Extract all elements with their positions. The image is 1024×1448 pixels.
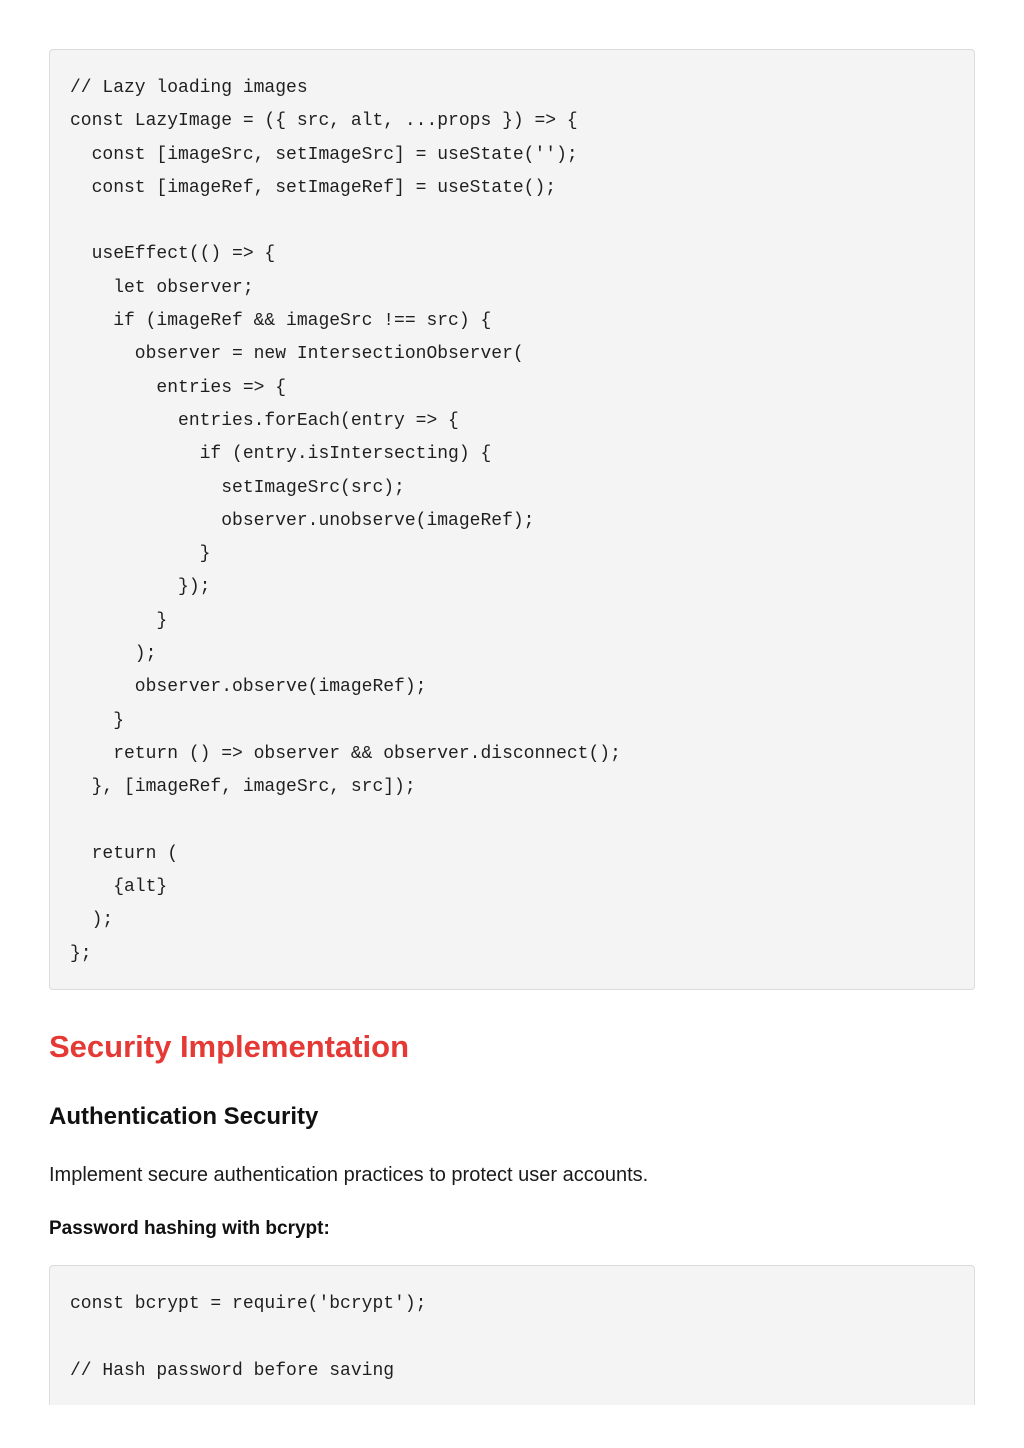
code-line: return (: [70, 843, 179, 864]
code-line: }: [70, 544, 211, 565]
code-line: entries => {: [70, 377, 287, 398]
subsection-title: Authentication Security: [49, 1103, 319, 1130]
code-line: }: [70, 610, 168, 631]
code-line: });: [70, 577, 211, 598]
code-line: [70, 205, 954, 238]
code-line: observer.unobserve(imageRef);: [70, 510, 535, 531]
code-line: if (imageRef && imageSrc !== src) {: [70, 311, 492, 332]
code-line: // Hash password before saving: [70, 1360, 395, 1381]
section-title: Security Implementation: [49, 1029, 410, 1064]
body-paragraph: Implement secure authentication practice…: [49, 1164, 649, 1186]
code-caption: Password hashing with bcrypt:: [49, 1218, 330, 1239]
code-line: observer.observe(imageRef);: [70, 677, 427, 698]
code-line: const [imageRef, setImageRef] = useState…: [70, 177, 557, 198]
code-line: if (entry.isIntersecting) {: [70, 444, 492, 465]
code-line: return () => observer && observer.discon…: [70, 743, 621, 764]
code-line: {alt}: [70, 877, 168, 898]
code-line: );: [70, 644, 157, 665]
code-line: };: [70, 943, 92, 964]
code-block-lazy-image: // Lazy loading images const LazyImage =…: [49, 49, 975, 991]
document-page: // Lazy loading images const LazyImage =…: [49, 49, 975, 1405]
code-line: const bcrypt = require('bcrypt');: [70, 1294, 427, 1314]
code-line: observer = new IntersectionObserver(: [70, 344, 524, 365]
code-line: setImageSrc(src);: [70, 477, 405, 498]
code-line: let observer;: [70, 277, 254, 298]
code-line: );: [70, 910, 114, 931]
code-line: const LazyImage = ({ src, alt, ...props …: [70, 111, 578, 132]
code-line: [70, 805, 954, 838]
code-line: // Lazy loading images: [70, 78, 308, 98]
code-line: [70, 1321, 954, 1354]
code-line: }: [70, 710, 125, 731]
code-line: useEffect(() => {: [70, 244, 276, 265]
code-line: const [imageSrc, setImageSrc] = useState…: [70, 144, 578, 165]
code-line: entries.forEach(entry => {: [70, 410, 459, 431]
code-block-bcrypt: const bcrypt = require('bcrypt'); // Has…: [49, 1265, 975, 1405]
code-line: }, [imageRef, imageSrc, src]);: [70, 777, 416, 798]
